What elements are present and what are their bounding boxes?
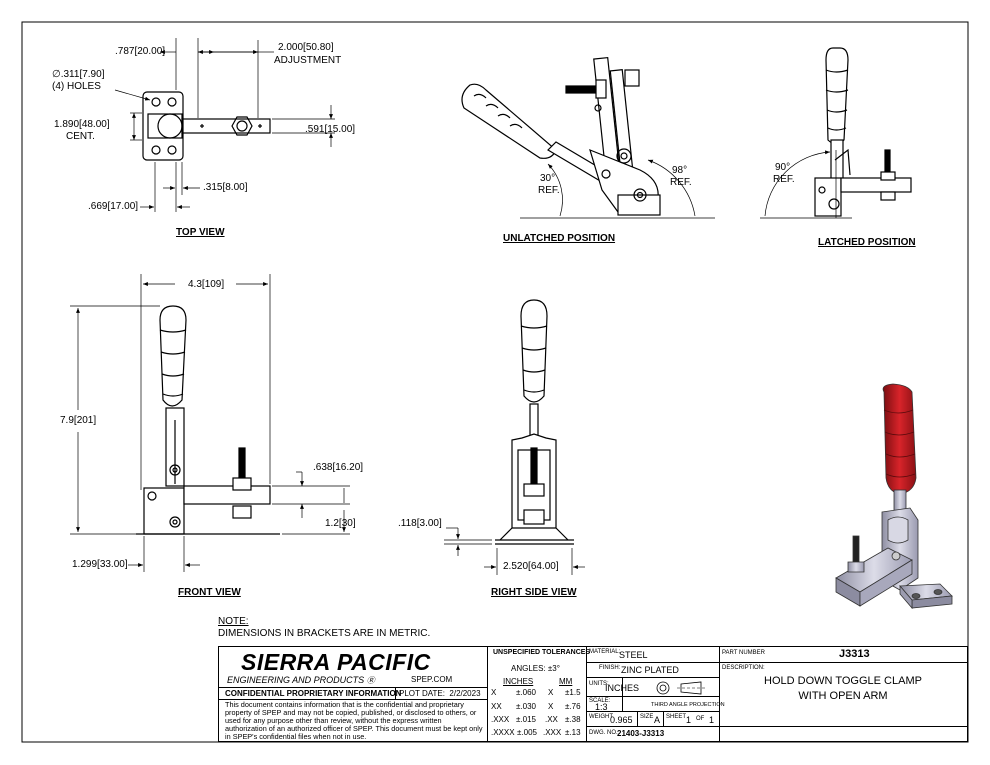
angle-30-ref: REF.	[538, 185, 560, 196]
tolerance-row: ±.005	[517, 728, 537, 737]
right-side-drawing	[495, 299, 574, 545]
latched-dims	[760, 150, 852, 219]
description-line2: WITH OPEN ARM	[798, 690, 888, 702]
material-label: MATERIAL:	[589, 649, 621, 655]
tolerance-row: ±.015	[516, 715, 536, 724]
tolerance-row: ±1.5	[565, 688, 581, 697]
dim-43: 4.3[109]	[188, 279, 225, 290]
part-number-label: PART NUMBER	[722, 650, 766, 656]
note-text: DIMENSIONS IN BRACKETS ARE IN METRIC.	[218, 628, 431, 639]
label-latched: LATCHED POSITION	[818, 237, 916, 248]
units-value: INCHES	[605, 683, 640, 693]
units-label: UNITS:	[589, 681, 609, 687]
dim-2520: 2.520[64.00]	[503, 561, 559, 572]
top-view-dims	[114, 38, 335, 212]
unlatched-drawing	[461, 56, 661, 216]
confidential-label: CONFIDENTIAL PROPRIETARY INFORMATION	[225, 689, 402, 698]
tolerance-row: .XXX	[543, 728, 562, 737]
title-block: SIERRA PACIFIC ENGINEERING AND PRODUCTS …	[218, 646, 968, 742]
tolerance-row: X	[491, 688, 497, 697]
dim-118: .118[3.00]	[398, 518, 442, 529]
tolerances-title: UNSPECIFIED TOLERANCES	[493, 649, 591, 656]
dim-669: .669[17.00]	[88, 201, 139, 212]
label-unlatched: UNLATCHED POSITION	[503, 233, 616, 244]
tolerance-mm-header: MM	[559, 677, 573, 686]
weight-value: 0.965	[610, 715, 633, 725]
tolerance-row: .XXXX	[491, 728, 515, 737]
tolerance-row: XX	[491, 702, 502, 711]
tolerance-row: ±.030	[516, 702, 536, 711]
tolerance-row: X	[548, 702, 554, 711]
dim-79: 7.9[201]	[60, 415, 97, 426]
dim-adjustment: ADJUSTMENT	[274, 55, 342, 66]
dim-638: .638[16.20]	[313, 462, 364, 473]
tolerance-row: ±.13	[565, 728, 581, 737]
dim-12: 1.2[30]	[325, 518, 356, 529]
scale-label: SCALE:	[589, 698, 611, 704]
company-logo: SIERRA PACIFIC	[241, 649, 431, 675]
scale-value: 1:3	[595, 702, 608, 712]
angle-90-ref: REF.	[773, 174, 795, 185]
dim-1299: 1.299[33.00]	[72, 559, 128, 570]
confidential-text: This document contains information that …	[225, 700, 483, 741]
company-website: SPEP.COM	[411, 675, 453, 684]
angle-98-ref: REF.	[670, 177, 692, 188]
tolerance-row: .XXX	[491, 715, 510, 724]
tolerance-row: .XX	[545, 715, 558, 724]
tolerance-inches-header: INCHES	[503, 677, 534, 686]
description-line1: HOLD DOWN TOGGLE CLAMP	[764, 675, 922, 687]
part-number: J3313	[839, 648, 870, 660]
sheet-label: SHEET	[666, 714, 687, 720]
sheet-value: 1	[686, 715, 692, 725]
front-view-drawing	[136, 305, 280, 535]
of-label: OF	[696, 716, 705, 722]
company-subtitle: ENGINEERING AND PRODUCTS Ⓡ	[227, 675, 375, 685]
angle-90: 90°	[775, 162, 791, 173]
projection-label: THIRD ANGLE PROJECTION	[651, 702, 725, 708]
label-right-side: RIGHT SIDE VIEW	[491, 587, 577, 598]
size-label: SIZE	[640, 714, 654, 720]
registered-icon: Ⓡ	[366, 676, 375, 685]
description-label: DESCRIPTION:	[722, 665, 765, 671]
label-top-view: TOP VIEW	[176, 227, 225, 238]
tolerance-row: ±.38	[565, 715, 581, 724]
tolerance-row: ±.76	[565, 702, 581, 711]
dwg-label: DWG. NO.	[589, 730, 618, 736]
angle-98: 98°	[672, 165, 688, 176]
finish-label: FINISH:	[599, 665, 621, 671]
tolerance-angles: ANGLES: ±3°	[511, 664, 560, 673]
weight-label: WEIGHT	[589, 714, 613, 720]
sheet-border	[21, 21, 969, 743]
dim-holes: (4) HOLES	[52, 81, 101, 92]
size-value: A	[654, 715, 661, 725]
top-view-drawing	[142, 91, 271, 161]
label-front-view: FRONT VIEW	[178, 587, 241, 598]
unlatched-dims	[520, 159, 715, 219]
plot-date: PLOT DATE: 2/2/2023	[399, 689, 481, 698]
dim-787: .787[20.00]	[115, 46, 166, 57]
isometric-render	[835, 383, 953, 610]
material-value: STEEL	[619, 650, 648, 660]
dim-315: .315[8.00]	[203, 182, 248, 193]
third-angle-projection-icon	[656, 681, 705, 695]
latched-drawing	[814, 47, 912, 217]
tolerance-row: X	[548, 688, 554, 697]
tolerance-row: ±.060	[516, 688, 536, 697]
angle-30: 30°	[540, 173, 556, 184]
dim-hole-dia: ∅.311[7.90]	[52, 69, 105, 80]
dim-cent: CENT.	[66, 131, 95, 142]
finish-value: ZINC PLATED	[621, 665, 679, 675]
dwg-number: 21403-J3313	[617, 729, 665, 738]
dim-591: .591[15.00]	[305, 124, 356, 135]
dim-2000: 2.000[50.80]	[278, 42, 334, 53]
note-title: NOTE:	[218, 616, 249, 627]
sheet-total: 1	[709, 715, 715, 725]
front-view-dims	[70, 274, 350, 572]
right-side-dims	[444, 527, 585, 575]
dim-1890: 1.890[48.00]	[54, 119, 110, 130]
